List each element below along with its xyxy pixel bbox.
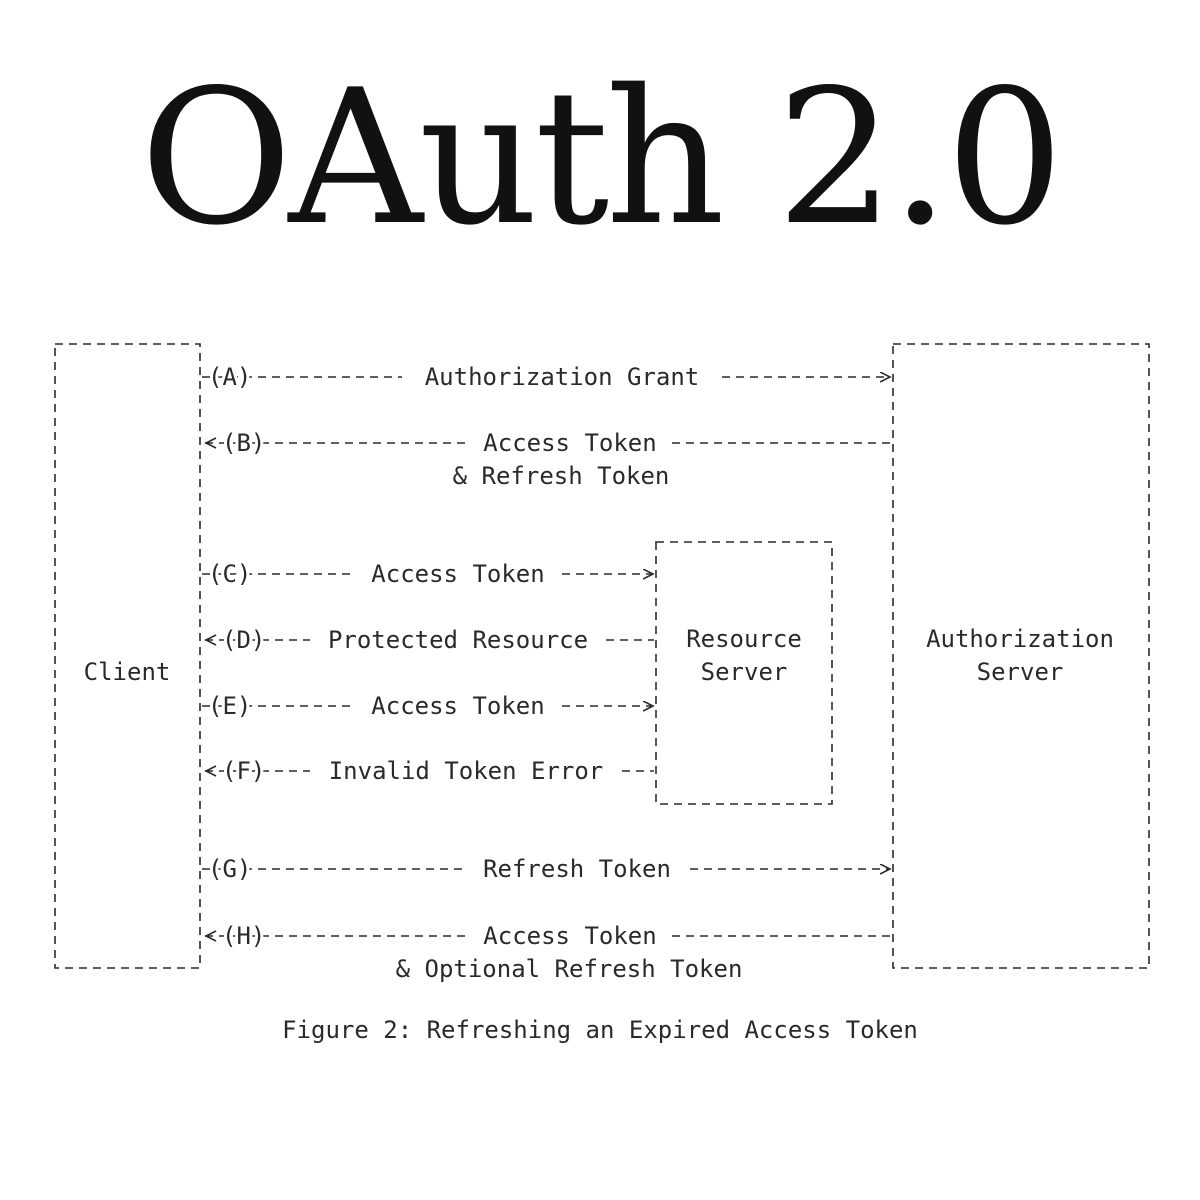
figure-caption: Figure 2: Refreshing an Expired Access T… [282,1016,918,1044]
resource-server-label-line2: Server [701,658,788,686]
flow-e-step: (E) [208,692,251,720]
flow-g-label: Refresh Token [483,855,671,883]
flow-b: (B) Access Token & Refresh Token [204,426,891,490]
flow-e-label: Access Token [371,692,544,720]
flow-b-label: Access Token [483,429,656,457]
flow-b-sublabel: & Refresh Token [453,462,670,490]
flow-b-step: (B) [222,429,265,457]
flow-f-step: (F) [222,757,265,785]
flow-h-label: Access Token [483,922,656,950]
flow-d-step: (D) [222,626,265,654]
flow-a-step: (A) [208,363,251,391]
flow-c: (C) Access Token [202,557,653,591]
authorization-server-label-line2: Server [977,658,1064,686]
flow-e: (E) Access Token [202,689,653,723]
flow-g-step: (G) [208,855,251,883]
client-box: Client [54,343,201,969]
flow-h-sublabel: & Optional Refresh Token [396,955,743,983]
authorization-server-box: Authorization Server [892,343,1150,969]
resource-server-label-line1: Resource [686,625,802,653]
flow-d-label: Protected Resource [328,626,588,654]
client-label: Client [84,658,171,686]
flow-a: (A) Authorization Grant [202,360,890,394]
authorization-server-label-line1: Authorization [926,625,1114,653]
flow-g: (G) Refresh Token [202,852,890,886]
flow-f-label: Invalid Token Error [329,757,604,785]
page-title: OAuth 2.0 [139,49,1064,266]
flow-h-step: (H) [222,922,265,950]
flow-f: (F) Invalid Token Error [204,754,654,788]
flow-c-label: Access Token [371,560,544,588]
flow-a-label: Authorization Grant [425,363,700,391]
flow-h: (H) Access Token & Optional Refresh Toke… [204,919,891,983]
resource-server-box: Resource Server [655,541,833,805]
flow-d: (D) Protected Resource [204,623,654,657]
flow-c-step: (C) [208,560,251,588]
